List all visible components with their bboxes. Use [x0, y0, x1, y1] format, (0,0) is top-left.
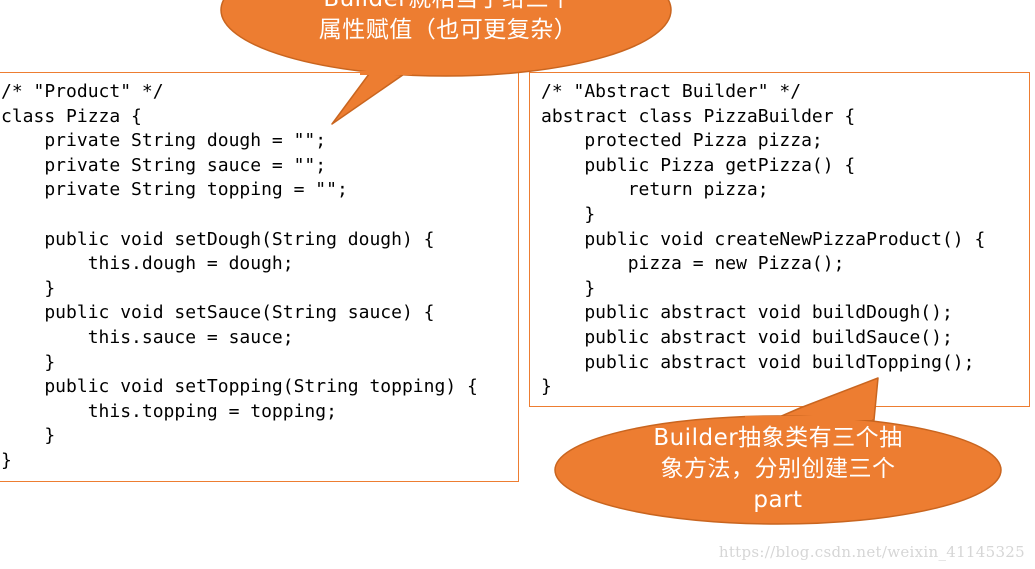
code-line: /* "Abstract Builder" */ [541, 81, 802, 102]
callout-line: Builder就相当于给三个 [248, 0, 648, 15]
code-line: } [1, 351, 56, 373]
callout-line: Builder抽象类有三个抽 [653, 425, 903, 451]
code-line: this.sauce = sauce; [1, 326, 294, 348]
code-line: protected Pizza pizza; [541, 130, 823, 152]
code-line: private String topping = ""; [1, 179, 348, 201]
callout-line: 属性赋值（也可更复杂） [318, 17, 578, 43]
code-line: } [1, 425, 56, 447]
code-line: public abstract void buildDough(); [541, 302, 953, 324]
code-line: public void createNewPizzaProduct() { [541, 228, 986, 250]
code-line: public abstract void buildTopping(); [541, 351, 975, 373]
code-line: this.dough = dough; [1, 253, 294, 275]
callout-line: 象方法，分别创建三个 [660, 456, 896, 482]
code-line: pizza = new Pizza(); [541, 253, 845, 275]
code-line: private String dough = ""; [1, 130, 327, 152]
abstract-builder-code-panel: /* "Abstract Builder" */ abstract class P… [529, 72, 1030, 407]
code-line: } [541, 376, 552, 398]
code-line: /* "Product" */ [1, 81, 164, 102]
code-line: public Pizza getPizza() { [541, 154, 856, 176]
watermark-url: https://blog.csdn.net/weixin_41145325 [718, 543, 1025, 561]
product-code-block: /* "Product" */ class Pizza { private Str… [1, 80, 518, 474]
abstract-builder-code-block: /* "Abstract Builder" */ abstract class P… [541, 80, 1029, 400]
code-line: } [541, 203, 596, 225]
code-line: abstract class PizzaBuilder { [541, 105, 856, 127]
code-line: } [541, 277, 596, 299]
bottom-callout-text: Builder抽象类有三个抽 象方法，分别创建三个 part [598, 423, 958, 516]
code-line: public void setDough(String dough) { [1, 228, 435, 250]
top-callout-text: Builder就相当于给三个 属性赋值（也可更复杂） [248, 0, 648, 46]
code-line: class Pizza { [1, 105, 142, 127]
code-line [1, 203, 518, 228]
code-line: public abstract void buildSauce(); [541, 326, 953, 348]
code-line: public void setSauce(String sauce) { [1, 302, 435, 324]
callout-line: part [753, 487, 803, 513]
product-code-panel: /* "Product" */ class Pizza { private Str… [0, 72, 519, 482]
code-line: return pizza; [541, 179, 769, 201]
code-line: } [1, 277, 56, 299]
code-line: private String sauce = ""; [1, 154, 327, 176]
code-line: public void setTopping(String topping) { [1, 376, 478, 398]
code-line: } [1, 449, 12, 471]
code-line: this.topping = topping; [1, 400, 337, 422]
